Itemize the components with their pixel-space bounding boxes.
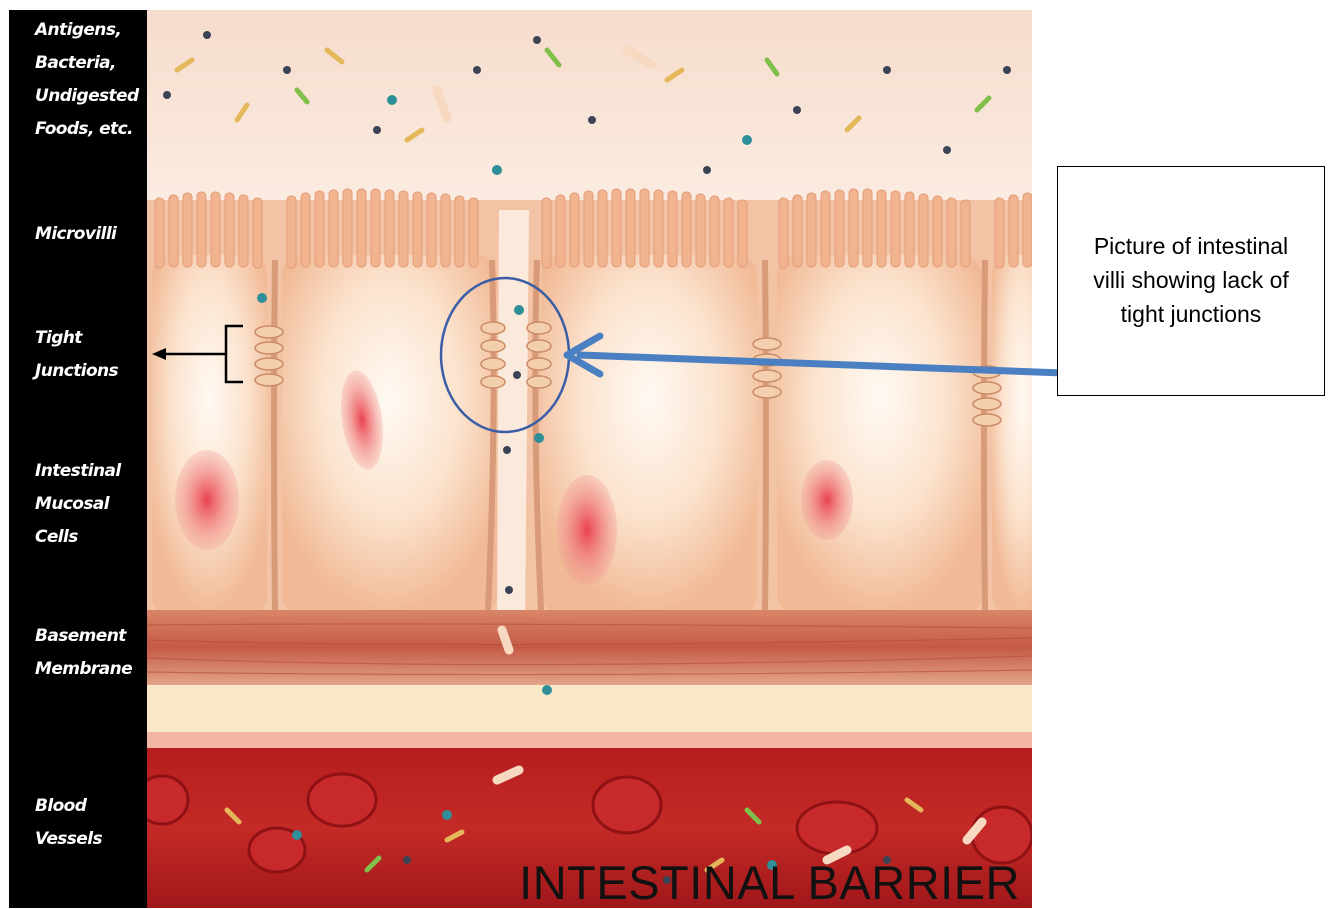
basement-membrane-label: Basement Membrane: [35, 620, 132, 686]
microvilli-label: Microvilli: [35, 218, 116, 251]
tight-junctions-label: Tight Junctions: [35, 322, 118, 388]
illustration-art: [147, 10, 1032, 908]
label-sidebar: Antigens, Bacteria, Undigested Foods, et…: [9, 10, 147, 908]
antigens-label: Antigens, Bacteria, Undigested Foods, et…: [35, 14, 139, 146]
lumen-area: [147, 10, 1032, 210]
illustration-title: INTESTINAL BARRIER: [519, 859, 1020, 906]
intestinal-mucosal-cells-label: Intestinal Mucosal Cells: [35, 455, 121, 554]
callout-text: Picture of intestinal villi showing lack…: [1081, 229, 1301, 331]
intestinal-barrier-illustration: INTESTINAL BARRIER: [147, 10, 1032, 908]
blood-vessels-label: Blood Vessels: [35, 790, 102, 856]
callout-box: Picture of intestinal villi showing lack…: [1057, 166, 1325, 396]
leaky-gap: [497, 210, 529, 630]
microvilli: [155, 189, 1032, 268]
